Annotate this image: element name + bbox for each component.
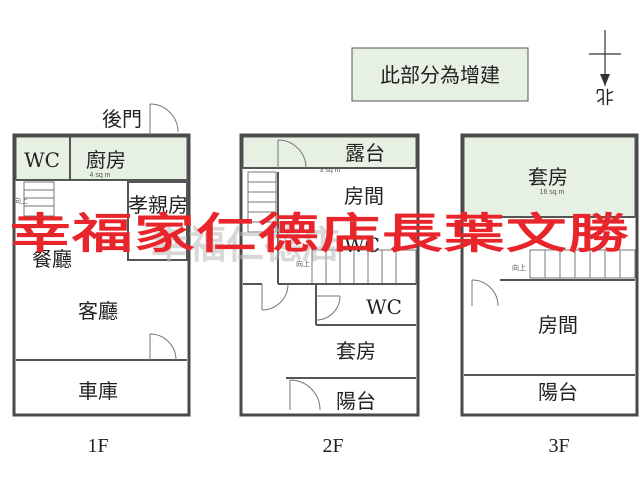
f3-door-icon [471, 279, 499, 307]
f1-stair [23, 181, 55, 217]
floor-2f: 露台 3 sq m 房間 WC 向上 WC 套房 陽台 2F [239, 133, 420, 457]
f1-back-door-icon [149, 103, 179, 135]
watermark-main: 幸福家仁德店長葉文勝 [10, 209, 630, 258]
f3-stair [529, 249, 636, 279]
f3-balcony-label: 陽台 [538, 380, 578, 404]
f1-dining-label: 餐廳 [32, 247, 72, 271]
f2-floor-label: 2F [322, 435, 343, 457]
f1-back-door-label: 後門 [102, 107, 142, 131]
f3-floor-label: 3F [548, 435, 569, 457]
f1-floor-label: 1F [87, 435, 108, 457]
f3-outer-wall [460, 133, 639, 417]
f2-added-area [242, 136, 417, 169]
f2-balcony-label: 陽台 [336, 389, 376, 413]
f2-door-icon [261, 283, 289, 311]
f3-stair-label: 向上 [512, 263, 526, 272]
legend: 此部分為增建 [351, 47, 529, 102]
compass-label: 北 [596, 85, 614, 106]
f1-stair-label: 向上 [14, 196, 28, 205]
f2-wc-label: WC [366, 295, 402, 319]
watermark-ghost: 幸福仁德店 [150, 223, 340, 267]
f2-balcony-door-icon [289, 379, 321, 411]
f1-kitchen-label: 廚房 [86, 148, 126, 172]
floor-3f: 套房 16 sq m 向上 房間 陽台 3F [460, 133, 639, 457]
f1-garage-label: 車庫 [78, 379, 118, 403]
compass: 北 [589, 30, 621, 106]
f1-elder-room-label: 孝親房 [128, 193, 188, 217]
f2-terrace-label: 露台 [345, 141, 385, 165]
f1-kitchen-area: 4 sq m [89, 172, 110, 179]
f3-room-label: 房間 [538, 313, 578, 337]
f1-door-icon [149, 333, 177, 361]
f3-suite-label: 套房 [528, 165, 568, 189]
f2-room-label: 房間 [344, 184, 384, 208]
f3-added-area [463, 136, 636, 218]
floor-1f: 後門 WC 廚房 4 sq m 向上 孝親房 餐廳 客廳 車庫 1F [12, 103, 191, 457]
compass-arrow-icon [600, 74, 610, 86]
f1-added-area [15, 136, 188, 181]
f1-living-label: 客廳 [78, 299, 118, 323]
f2-outer-wall [239, 133, 420, 417]
f2-wc-upper-label: WC [344, 233, 380, 257]
f1-elder-room-wall [127, 181, 188, 261]
f1-wc-label: WC [24, 148, 60, 172]
f2-stair-label: 向上 [296, 259, 310, 268]
legend-text: 此部分為增建 [380, 63, 500, 87]
legend-swatch [351, 47, 529, 102]
f1-outer-wall [12, 133, 191, 417]
f2-wc-door-icon [315, 295, 341, 321]
f2-terrace-area: 3 sq m [319, 167, 340, 174]
f2-terrace-door-icon [277, 139, 307, 169]
f3-suite-area: 16 sq m [540, 189, 565, 196]
f2-suite-label: 套房 [336, 339, 376, 363]
